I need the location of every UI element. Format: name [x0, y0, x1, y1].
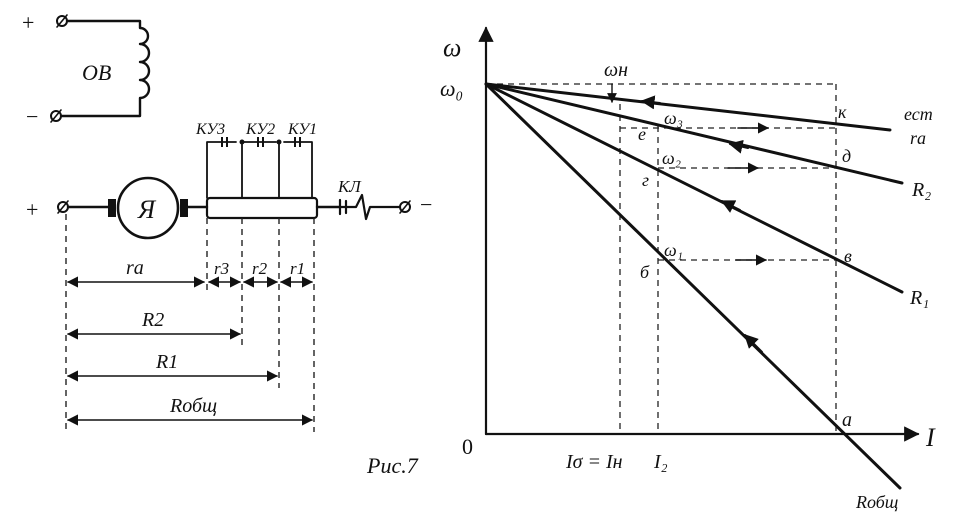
supply-minus-sign: −	[420, 192, 432, 217]
line-contactor	[338, 193, 402, 221]
omega-axis-label: ω	[443, 33, 461, 62]
omega2-label: ω₂	[662, 148, 681, 168]
seg-label-ra: rа	[126, 257, 144, 279]
contactor-ku3: КУ3	[195, 121, 225, 138]
point-e: е	[638, 124, 646, 144]
contactor-ku1: КУ1	[287, 121, 317, 138]
point-d: д	[842, 146, 851, 166]
brush-left	[108, 199, 116, 217]
line-Rtotal	[484, 82, 902, 490]
seg-label-r3: r3	[214, 259, 229, 278]
figure-caption: Рис.7	[366, 453, 419, 478]
armature-label: Я	[137, 195, 157, 224]
origin-label: 0	[462, 434, 473, 459]
current-tick-i2: I₂	[653, 451, 668, 473]
omega0-label: ω₀	[440, 76, 463, 101]
line-R1	[484, 82, 904, 294]
point-a: а	[842, 409, 852, 431]
point-k: к	[838, 102, 847, 122]
start-path-arrows	[607, 83, 770, 353]
armature	[116, 176, 180, 240]
label-natural: ест	[904, 104, 933, 124]
omega1-label: ω₁	[664, 240, 683, 260]
accel-contactors: КУ3 КУ2 КУ1	[195, 121, 317, 199]
omega-n-label: ωн	[604, 59, 628, 81]
point-v: в	[844, 246, 852, 266]
point-b: б	[640, 262, 650, 282]
omega3-label: ω₃	[664, 108, 683, 128]
line-contactor-label: КЛ	[337, 177, 362, 196]
brush-right	[180, 199, 188, 217]
field-winding: + − ОВ	[22, 10, 151, 129]
dim-label-R1: R1	[155, 351, 178, 373]
point-g: г	[642, 170, 649, 190]
current-tick-in: Iσ = Iн	[565, 451, 623, 473]
contactor-ku2: КУ2	[245, 121, 275, 138]
label-ra: rа	[910, 128, 926, 148]
label-R1: R₁	[909, 287, 929, 309]
supply-plus-sign: +	[26, 197, 38, 222]
armature-circuit: + Я КЛ −	[26, 176, 432, 240]
seg-label-r1: r1	[290, 259, 305, 278]
label-Rtotal: Rобщ	[855, 492, 898, 512]
seg-label-r2: r2	[252, 259, 268, 278]
dim-label-R2: R2	[141, 309, 164, 331]
current-axis-label: I	[925, 423, 936, 452]
dim-label-Rtotal: Rобщ	[169, 395, 217, 417]
terminal-field-minus	[50, 110, 62, 122]
field-plus-sign: +	[22, 10, 34, 35]
starting-resistor	[205, 196, 319, 220]
characteristics-graph: ω I 0 ω₀ ωн ω₃ ω₂ ω₁	[440, 26, 936, 512]
line-natural	[484, 82, 892, 132]
terminal-supply-minus	[399, 201, 411, 213]
field-coil	[60, 19, 151, 118]
field-winding-label: ОВ	[82, 60, 111, 85]
circuit-schematic: + − ОВ + Я КЛ −	[22, 10, 432, 432]
field-minus-sign: −	[26, 104, 38, 129]
resistance-dimensions: rа r3 r2 r1 R2 R1 Rобщ	[65, 214, 315, 432]
line-R2	[484, 82, 904, 185]
label-R2: R₂	[911, 179, 931, 201]
